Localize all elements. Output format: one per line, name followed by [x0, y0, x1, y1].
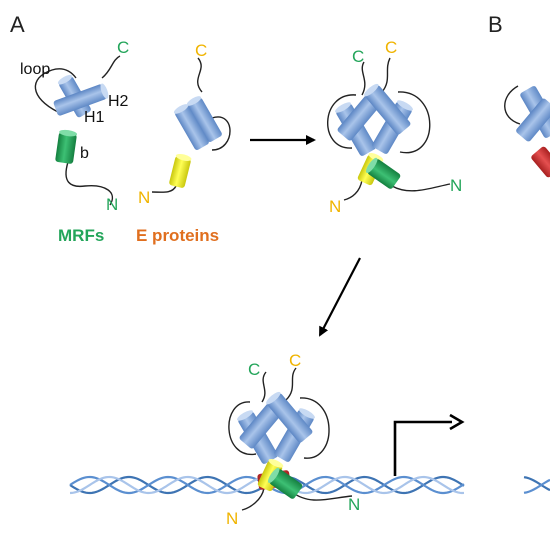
dna-b-strand-2 [523, 478, 550, 494]
b-red-domain [531, 146, 550, 178]
transcription-start-arrow [393, 420, 452, 476]
mrf-c-tail [101, 55, 121, 79]
bound-loop-right [299, 397, 330, 459]
e-helix-1 [173, 104, 209, 150]
h2-label: H2 [108, 93, 129, 110]
dimer-e-c-label: C [385, 38, 397, 57]
panel-b-fragment [504, 85, 550, 178]
e-c-tail [197, 57, 203, 93]
dimer-c-tail-mrf [361, 61, 366, 96]
b-loop [504, 85, 521, 125]
dna-double-helix-panel-b [523, 476, 550, 494]
bound-mrf-n-label: N [348, 495, 360, 514]
e-n-tail [151, 185, 177, 193]
e-basic-region [169, 153, 192, 188]
dimer-n-tail-e [343, 179, 363, 201]
heterodimer-free [327, 57, 451, 201]
dimer-n-tail-mrf [391, 183, 451, 192]
e-protein-monomer [151, 57, 231, 193]
bound-e-n-label: N [226, 509, 238, 528]
dna-b-strand-1 [523, 476, 550, 492]
mrf-helix-1 [53, 83, 109, 116]
transcription-arrowhead [449, 413, 465, 431]
panel-label-a: A [10, 12, 25, 37]
dimer-loop-left [327, 94, 357, 149]
dna-binding-arrow [319, 257, 361, 337]
basic-label: b [80, 145, 89, 162]
e-proteins-caption: E proteins [136, 226, 219, 245]
panel-label-b: B [488, 12, 503, 37]
mrfs-caption: MRFs [58, 226, 104, 245]
b-helix-b [516, 98, 550, 142]
dimer-mrf-c-label: C [352, 47, 364, 66]
mrf-basic-region [55, 129, 78, 164]
bound-loop-left [228, 401, 257, 455]
bound-c-tail-e [285, 367, 297, 401]
mrf-n-tail [65, 161, 113, 206]
mrf-loop-line [34, 68, 77, 113]
bound-helix-d [266, 391, 313, 443]
dimer-e-n-label: N [329, 197, 341, 216]
bound-e-c-label: C [289, 351, 301, 370]
heterodimer-dna-bound [228, 367, 353, 511]
e-n-label: N [138, 188, 150, 207]
mrf-c-label: C [117, 38, 129, 57]
dimer-mrf-n-label: N [450, 176, 462, 195]
bound-mrf-c-label: C [248, 360, 260, 379]
mrf-n-label: N [106, 195, 118, 214]
bound-basic-mrf [267, 467, 303, 499]
bound-n-tail-mrf [291, 491, 353, 501]
e-helix-2 [186, 96, 222, 142]
bound-c-tail-mrf [261, 371, 267, 403]
dimer-c-tail-e [381, 57, 391, 93]
loop-label: loop [20, 61, 50, 78]
dimer-helix-d [364, 83, 411, 135]
e-c-label: C [195, 41, 207, 60]
dimer-loop-right [397, 91, 431, 154]
bound-n-tail-e [241, 487, 265, 511]
e-loop-line [211, 116, 231, 151]
mrf-monomer [34, 55, 121, 206]
dimer-basic-mrf [365, 157, 401, 189]
h1-label: H1 [84, 109, 105, 126]
